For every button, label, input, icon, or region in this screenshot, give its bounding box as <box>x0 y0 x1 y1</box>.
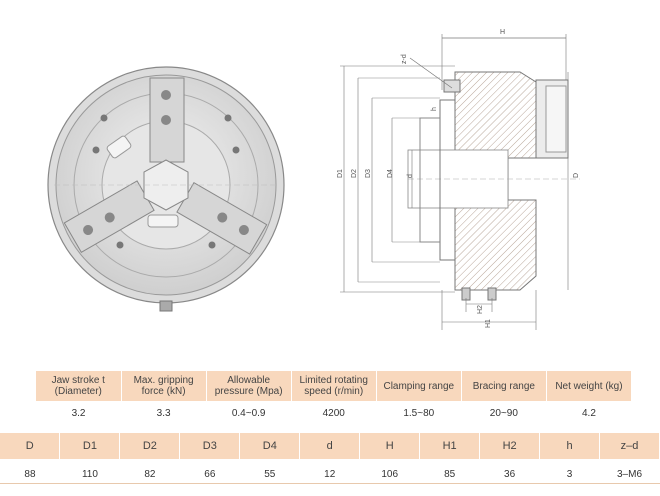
spec-value-gripping-force: 3.3 <box>156 407 171 419</box>
dims-value-H1: 85 <box>419 459 480 484</box>
dims-header-H: H <box>359 433 421 459</box>
dim-D4-label: D4 <box>387 169 394 178</box>
spec-header-allowable-pressure: Allowable pressure (Mpa) <box>206 371 292 401</box>
dim-h-label: h <box>431 107 438 111</box>
spec-header-bracing-range: Bracing range <box>461 371 547 401</box>
spec-value-rotating-speed: 4200 <box>322 407 345 419</box>
dims-value-z-d: 3–M6 <box>599 459 660 484</box>
dims-header-D1: D1 <box>59 433 121 459</box>
dims-value-D1: 110 <box>59 459 120 484</box>
spec-header-row: Jaw stroke t (Diameter) Max. gripping fo… <box>36 371 633 401</box>
dims-header-D4: D4 <box>239 433 301 459</box>
technical-drawing: H z-d D1 D2 D3 D4 d D <box>47 29 580 330</box>
dims-value-H: 106 <box>359 459 420 484</box>
dims-header-D3: D3 <box>179 433 241 459</box>
spec-table: Jaw stroke t (Diameter) Max. gripping fo… <box>36 371 633 425</box>
dims-value-h: 3 <box>539 459 600 484</box>
chuck-side-view: H z-d D1 D2 D3 D4 d D <box>337 29 580 330</box>
spec-value-net-weight: 4.2 <box>581 407 596 419</box>
angle-label: z-d <box>401 54 408 64</box>
spec-value-allowable-pressure: 0.4~0.9 <box>231 407 266 419</box>
dim-D2-label: D2 <box>351 169 358 178</box>
dims-value-D: 88 <box>0 459 60 484</box>
dim-D-label: D <box>573 173 580 178</box>
spec-header-clamping-range: Clamping range <box>376 371 462 401</box>
spec-header-net-weight: Net weight (kg) <box>546 371 633 401</box>
dim-d-label: d <box>407 174 414 178</box>
dims-value-D2: 82 <box>119 459 180 484</box>
dims-header-d: d <box>299 433 361 459</box>
dims-header-row: D D1 D2 D3 D4 d H H1 H2 h z–d <box>0 433 660 459</box>
spec-value-row: 3.2 3.3 0.4~0.9 4200 1.5~80 20~90 4.2 <box>36 401 632 425</box>
dims-value-D4: 55 <box>239 459 300 484</box>
jaw-lower-right <box>63 180 155 254</box>
chuck-front-view <box>47 66 285 312</box>
dims-header-H1: H1 <box>419 433 481 459</box>
dims-value-H2: 36 <box>479 459 540 484</box>
spec-header-gripping-force: Max. gripping force (kN) <box>121 371 207 401</box>
dim-H1-label: H1 <box>485 319 492 328</box>
spec-value-bracing-range: 20~90 <box>489 407 518 419</box>
spec-value-clamping-range: 1.5~80 <box>403 407 435 419</box>
spec-header-rotating-speed: Limited rotating speed (r/min) <box>291 371 377 401</box>
dim-D3-label: D3 <box>365 169 372 178</box>
dims-value-D3: 66 <box>179 459 240 484</box>
spec-value-jaw-stroke: 3.2 <box>71 407 86 419</box>
dims-header-h: h <box>539 433 601 459</box>
jaw-top <box>149 77 185 163</box>
dims-header-D2: D2 <box>119 433 181 459</box>
dims-value-d: 12 <box>299 459 360 484</box>
dim-H2-label: H2 <box>477 305 484 314</box>
dimensions-table: D D1 D2 D3 D4 d H H1 H2 h z–d 88 110 82 … <box>0 433 660 484</box>
dim-H-label: H <box>500 29 505 36</box>
dims-header-D: D <box>0 433 61 459</box>
spec-header-jaw-stroke: Jaw stroke t (Diameter) <box>36 371 122 401</box>
dims-header-z-d: z–d <box>599 433 660 459</box>
dims-value-row: 88 110 82 66 55 12 106 85 36 3 3–M6 <box>0 459 660 484</box>
dims-header-H2: H2 <box>479 433 541 459</box>
dim-D1-label: D1 <box>337 169 344 178</box>
